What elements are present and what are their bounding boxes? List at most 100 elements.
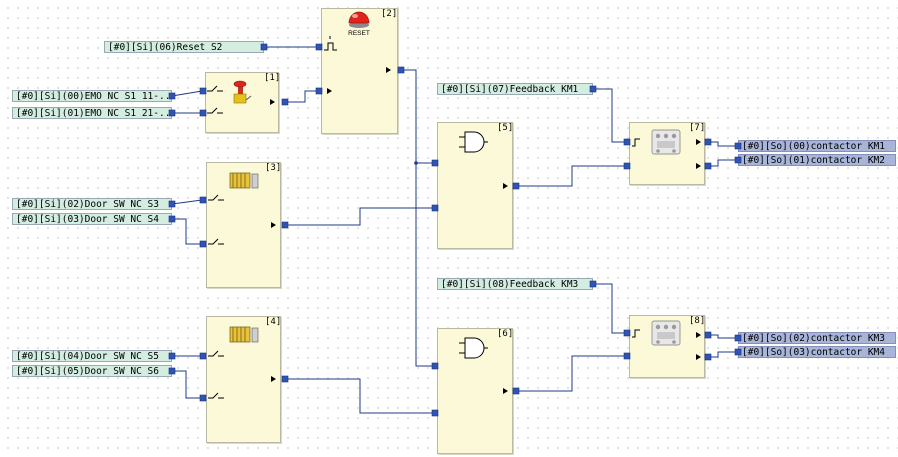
output-tag-contactor-km4[interactable]: [#0][So](03)contactor KM4 <box>738 346 896 358</box>
input-tag-door-s6[interactable]: [#0][Si](05)Door SW NC S6 <box>12 365 172 377</box>
wire <box>708 334 738 339</box>
wire <box>708 351 738 358</box>
port <box>168 109 176 117</box>
port <box>623 138 631 146</box>
output-tag-contactor-km1[interactable]: [#0][So](00)contactor KM1 <box>738 140 896 152</box>
contact-symbol <box>208 238 224 245</box>
port <box>199 352 207 360</box>
block-number: [1] <box>264 73 281 83</box>
port <box>734 348 742 356</box>
port <box>199 87 207 95</box>
and-gate-icon <box>459 337 488 359</box>
edge-trigger-symbol <box>632 138 640 147</box>
output-arrow <box>271 376 276 382</box>
block-number: [8] <box>689 316 706 326</box>
reset-label: RESET <box>348 30 370 37</box>
wire <box>171 199 203 205</box>
port <box>589 85 597 93</box>
contact-symbol <box>207 107 223 114</box>
input-tag-door-s3[interactable]: [#0][Si](02)Door SW NC S3 <box>12 198 172 210</box>
port <box>512 387 520 395</box>
port <box>734 156 742 164</box>
port <box>704 138 712 146</box>
safety-door-icon <box>229 172 259 189</box>
wire <box>708 141 738 147</box>
output-arrow <box>503 183 508 189</box>
contact-symbol <box>208 350 224 357</box>
wire <box>171 90 203 97</box>
block-number: [6] <box>497 329 514 339</box>
output-arrow <box>270 99 275 105</box>
wire <box>285 90 318 103</box>
port <box>397 66 405 74</box>
port <box>199 196 207 204</box>
port <box>199 394 207 402</box>
port <box>315 43 323 51</box>
function-block-door-monitor-1[interactable] <box>206 162 281 288</box>
input-tag-feedback-km1[interactable]: [#0][Si](07)Feedback KM1 _... <box>437 83 593 95</box>
contact-symbol <box>208 392 224 399</box>
contactor-icon <box>651 129 681 155</box>
output-arrow <box>503 388 508 394</box>
and-gate-icon <box>459 131 488 153</box>
block-number: [4] <box>265 317 282 327</box>
contact-symbol <box>207 85 223 92</box>
wire <box>172 218 202 245</box>
wire <box>285 207 434 226</box>
port <box>704 353 712 361</box>
port <box>734 142 742 150</box>
output-arrow <box>696 139 701 145</box>
output-arrow <box>696 354 701 360</box>
output-arrow <box>327 88 332 94</box>
port <box>623 162 631 170</box>
port <box>168 352 176 360</box>
wire <box>401 69 434 367</box>
port <box>734 334 742 342</box>
block-number: [3] <box>265 163 282 173</box>
wire <box>172 370 202 399</box>
port <box>168 92 176 100</box>
port <box>704 331 712 339</box>
output-arrow <box>696 332 701 338</box>
output-arrow <box>696 163 701 169</box>
port <box>281 221 289 229</box>
block-number: [7] <box>689 123 706 133</box>
port <box>512 182 520 190</box>
port <box>281 375 289 383</box>
wire <box>516 355 626 392</box>
output-arrow <box>271 222 276 228</box>
wire <box>285 378 434 414</box>
wire <box>593 88 626 143</box>
port <box>431 409 439 417</box>
wire <box>708 159 738 167</box>
safety-door-icon <box>229 326 259 343</box>
port <box>281 98 289 106</box>
port <box>168 200 176 208</box>
input-tag-door-s4[interactable]: [#0][Si](03)Door SW NC S4 <box>12 213 172 225</box>
port <box>589 280 597 288</box>
wire <box>593 283 626 334</box>
port <box>260 43 268 51</box>
port <box>431 362 439 370</box>
wire-junction <box>414 161 418 165</box>
port <box>199 240 207 248</box>
port <box>623 329 631 337</box>
block-number: [2] <box>381 9 398 19</box>
reset-button-icon <box>348 11 370 28</box>
port <box>168 215 176 223</box>
port <box>704 162 712 170</box>
port <box>199 109 207 117</box>
contact-symbol <box>208 194 224 201</box>
function-block-reset[interactable] <box>321 8 398 134</box>
port <box>431 159 439 167</box>
port <box>623 352 631 360</box>
edge-trigger-symbol <box>324 36 337 51</box>
output-tag-contactor-km3[interactable]: [#0][So](02)contactor KM3 <box>738 332 896 344</box>
output-tag-contactor-km2[interactable]: [#0][So](01)contactor KM2 <box>738 154 896 166</box>
port <box>315 87 323 95</box>
wire <box>516 165 626 187</box>
contactor-icon <box>651 320 681 346</box>
emergency-stop-icon <box>233 80 252 104</box>
